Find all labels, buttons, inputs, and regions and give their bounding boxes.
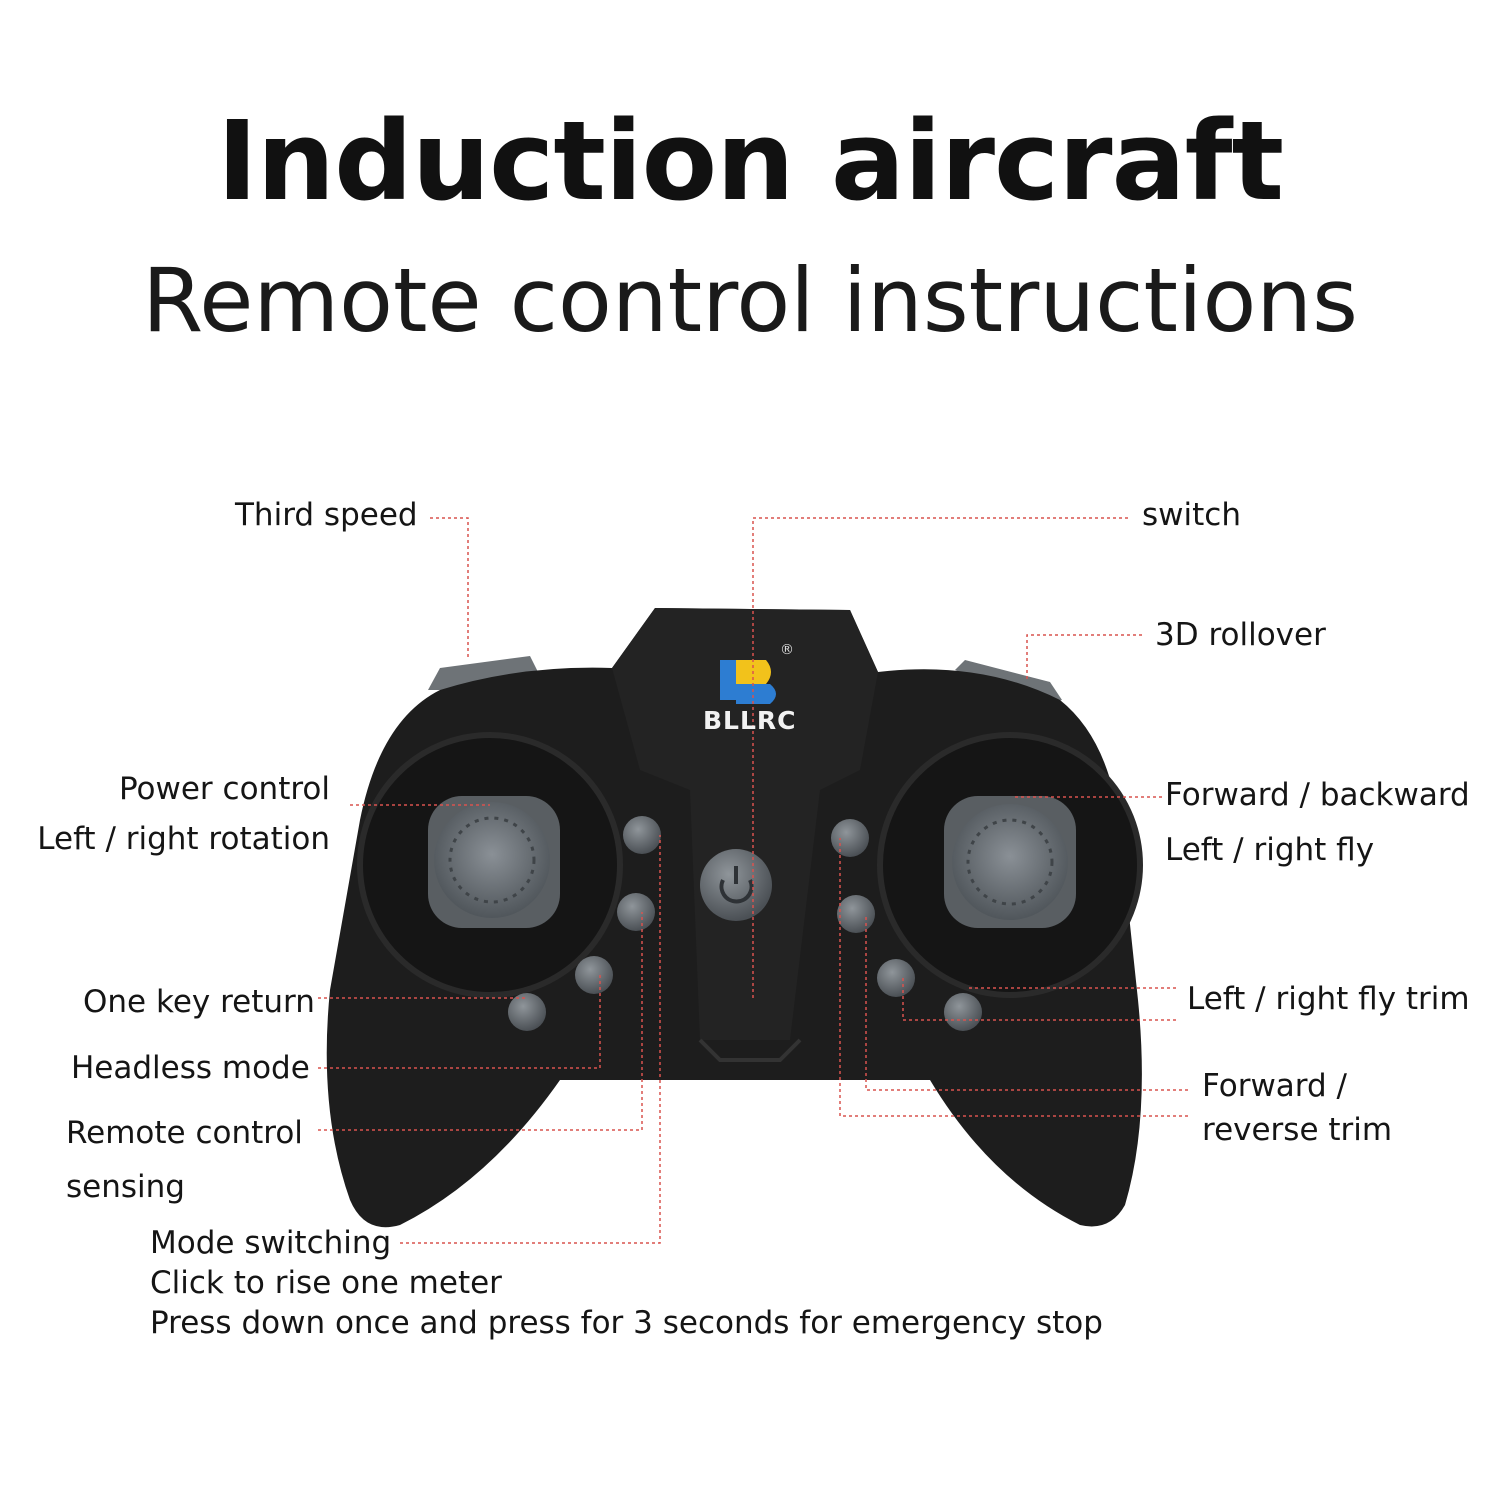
label-remote-control: Remote control [66,1115,303,1151]
label-emergency-stop: Press down once and press for 3 seconds … [150,1305,1103,1341]
label-switch: switch [1142,497,1241,533]
label-click-rise: Click to rise one meter [150,1265,502,1301]
right-joystick-cap-ring [966,818,1054,906]
trim-button-2[interactable] [837,895,875,933]
label-3d-rollover: 3D rollover [1155,617,1326,653]
left-joystick-cap-ring [448,816,536,904]
label-forward-trim-line2: reverse trim [1202,1112,1393,1148]
power-switch-button[interactable] [700,849,772,921]
label-mode-switching: Mode switching [150,1225,392,1261]
center-panel [612,608,878,1040]
label-left-right-fly: Left / right fly [1165,832,1375,868]
label-left-right-rotation: Left / right rotation [37,821,330,857]
label-sensing: sensing [66,1169,185,1205]
page-subtitle: Remote control instructions [142,249,1358,352]
trim-button-1[interactable] [831,819,869,857]
trim-button-3[interactable] [877,959,915,997]
trim-button-4[interactable] [944,993,982,1031]
label-one-key-return: One key return [83,984,315,1020]
one-key-return-button[interactable] [508,993,546,1031]
label-headless-mode: Headless mode [71,1050,310,1086]
brand-name: BLLRC [703,706,797,735]
center-panel-groove [698,1038,802,1062]
remote-sensing-button[interactable] [617,893,655,931]
label-forward-trim-line1: Forward / [1202,1068,1347,1104]
registered-mark: ® [780,642,794,658]
label-third-speed: Third speed [235,497,418,533]
page-title: Induction aircraft [216,97,1284,225]
headless-mode-button[interactable] [575,956,613,994]
leader-lines [318,517,1188,1244]
label-forward-backward: Forward / backward [1165,777,1470,813]
label-left-right-fly-trim: Left / right fly trim [1187,981,1470,1017]
label-power-control: Power control [118,771,330,807]
mode-switch-button[interactable] [623,816,661,854]
power-icon [719,879,754,904]
